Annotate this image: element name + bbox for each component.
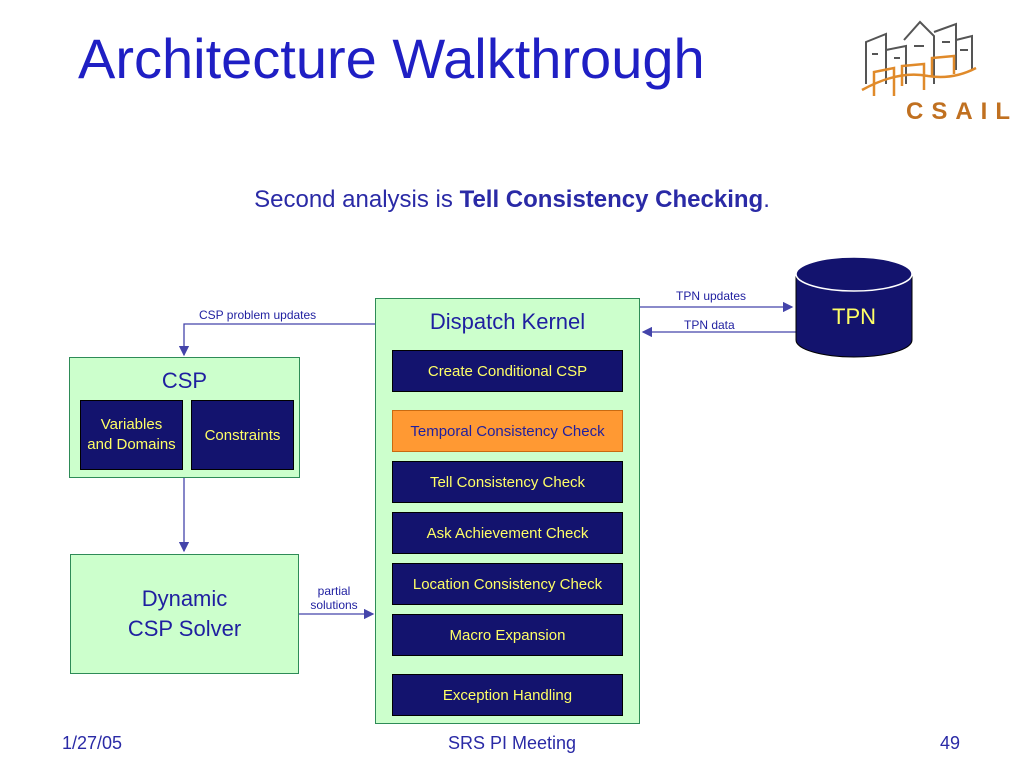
csail-logo-text: CSAIL — [906, 98, 1018, 125]
module-ask-achievement-check: Ask Achievement Check — [392, 512, 623, 554]
solver-line2: CSP Solver — [127, 616, 242, 641]
subtitle: Second analysis is Tell Consistency Chec… — [0, 186, 1024, 214]
footer-title: SRS PI Meeting — [447, 733, 577, 753]
csail-logo-icon — [861, 20, 977, 96]
csp-constraints: Constraints — [191, 400, 294, 470]
module-macro-expansion: Macro Expansion — [392, 614, 623, 656]
module-location-consistency-check: Location Consistency Check — [392, 563, 623, 605]
csp-problem-updates-label: CSP problem updates — [199, 308, 317, 322]
module-exception-handling: Exception Handling — [392, 674, 623, 716]
footer-page-number: 49 — [940, 733, 961, 753]
csp-variables-and-domains: Variables and Domains — [80, 400, 183, 470]
partial-solutions-line1: partial — [317, 584, 351, 598]
tpn-label: TPN — [832, 304, 876, 329]
csail-logo: CSAIL — [858, 10, 1010, 130]
module-tell-consistency-check: Tell Consistency Check — [392, 461, 623, 503]
partial-solutions-label: partial solutions — [302, 584, 366, 612]
module-create-conditional-csp: Create Conditional CSP — [392, 350, 623, 392]
dynamic-csp-solver: Dynamic CSP Solver — [70, 554, 299, 674]
tpn-data-label: TPN data — [684, 318, 735, 332]
module-temporal-consistency-check: Temporal Consistency Check — [392, 410, 623, 452]
dispatch-kernel-title: Dispatch Kernel — [429, 309, 586, 334]
subtitle-bold: Tell Consistency Checking — [459, 186, 764, 213]
subtitle-suffix: . — [763, 186, 770, 213]
solver-line1: Dynamic — [141, 586, 228, 611]
subtitle-prefix: Second analysis is — [254, 186, 460, 213]
csp-title: CSP — [161, 368, 208, 393]
footer-date: 1/27/05 — [62, 733, 123, 753]
partial-solutions-line2: solutions — [310, 598, 358, 612]
tpn-updates-label: TPN updates — [676, 289, 747, 303]
csp-problem-updates-arrow — [178, 323, 376, 357]
tpn-database-icon — [795, 256, 913, 358]
slide-title: Architecture Walkthrough — [78, 27, 705, 90]
